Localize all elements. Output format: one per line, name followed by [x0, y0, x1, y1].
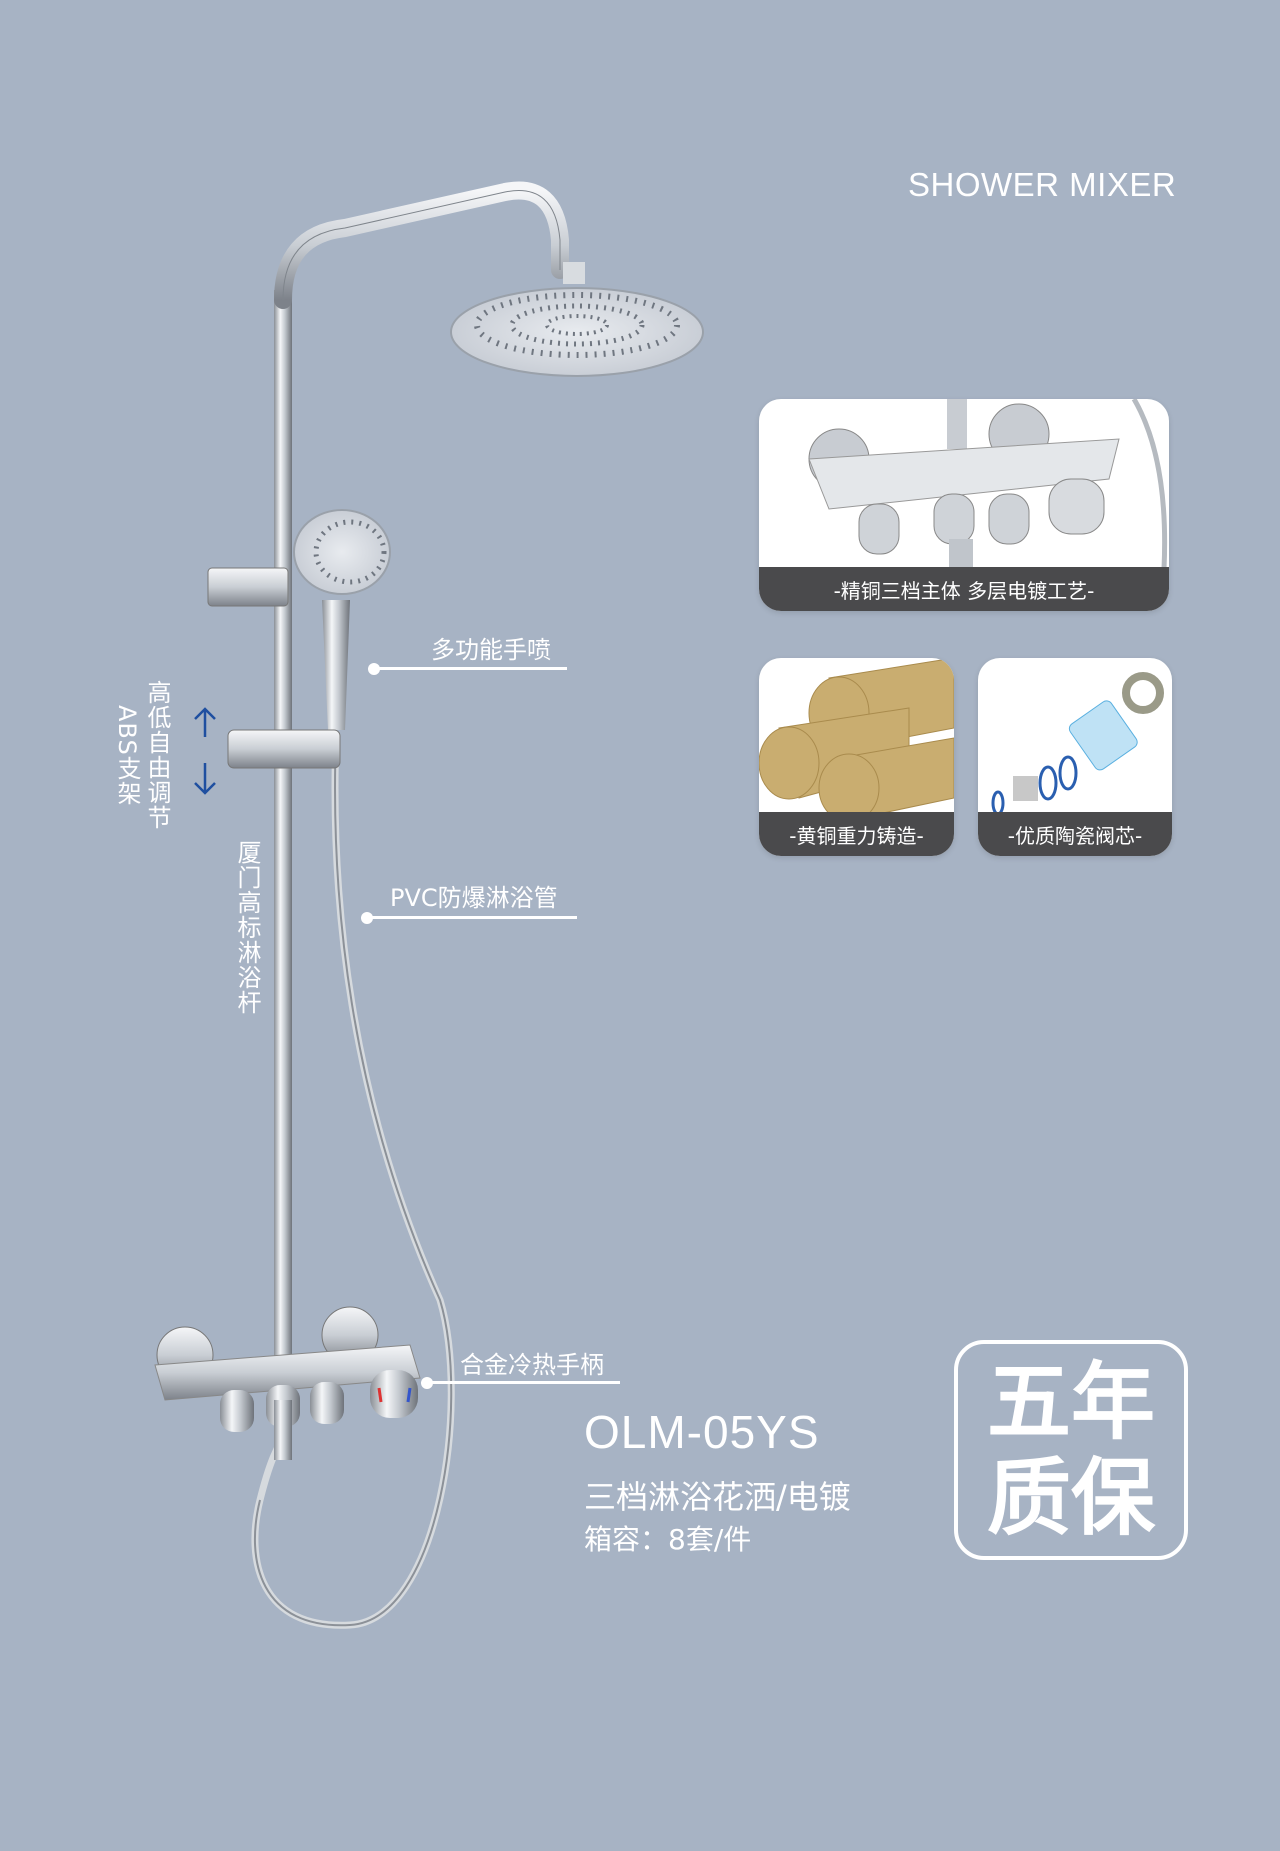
warranty-line2: 质保: [986, 1449, 1155, 1547]
ceramic-cartridge-photo: [991, 672, 1164, 814]
mixer-valve-photo: [808, 399, 1168, 569]
bracket-label-line1: 高低自由调节: [143, 680, 171, 830]
warranty-badge: 五年 质保: [954, 1340, 1188, 1560]
feature-caption: -精铜三档主体 多层电镀工艺-: [759, 567, 1169, 611]
feature-caption: -黄铜重力铸造-: [759, 812, 954, 856]
callout-line: [374, 667, 567, 670]
callout-hand-shower: 多功能手喷: [431, 636, 551, 664]
callout-hose: PVC防爆淋浴管: [390, 884, 558, 912]
feature-caption: -优质陶瓷阀芯-: [978, 812, 1172, 856]
page-title: SHOWER MIXER: [908, 166, 1177, 203]
brass-rods-photo: [759, 658, 954, 814]
feature-card-mixer-body: -精铜三档主体 多层电镀工艺-: [759, 399, 1169, 611]
packing-quantity: 箱容：8套/件: [584, 1523, 752, 1556]
up-down-arrows-icon: [194, 707, 216, 795]
shower-set-illustration: [154, 181, 704, 1629]
product-description: 三档淋浴花洒/电镀: [584, 1478, 851, 1516]
warranty-line1: 五年: [986, 1353, 1155, 1451]
feature-card-cartridge: -优质陶瓷阀芯-: [978, 658, 1172, 856]
model-number: OLM-05YS: [584, 1406, 820, 1458]
callout-line: [367, 916, 577, 919]
callout-handle: 合金冷热手柄: [460, 1351, 604, 1379]
feature-card-brass: -黄铜重力铸造-: [759, 658, 954, 856]
rod-label: 厦门高标淋浴杆: [233, 840, 261, 1015]
callout-line: [427, 1381, 620, 1384]
bracket-label-line2: ABS支架: [113, 705, 141, 806]
